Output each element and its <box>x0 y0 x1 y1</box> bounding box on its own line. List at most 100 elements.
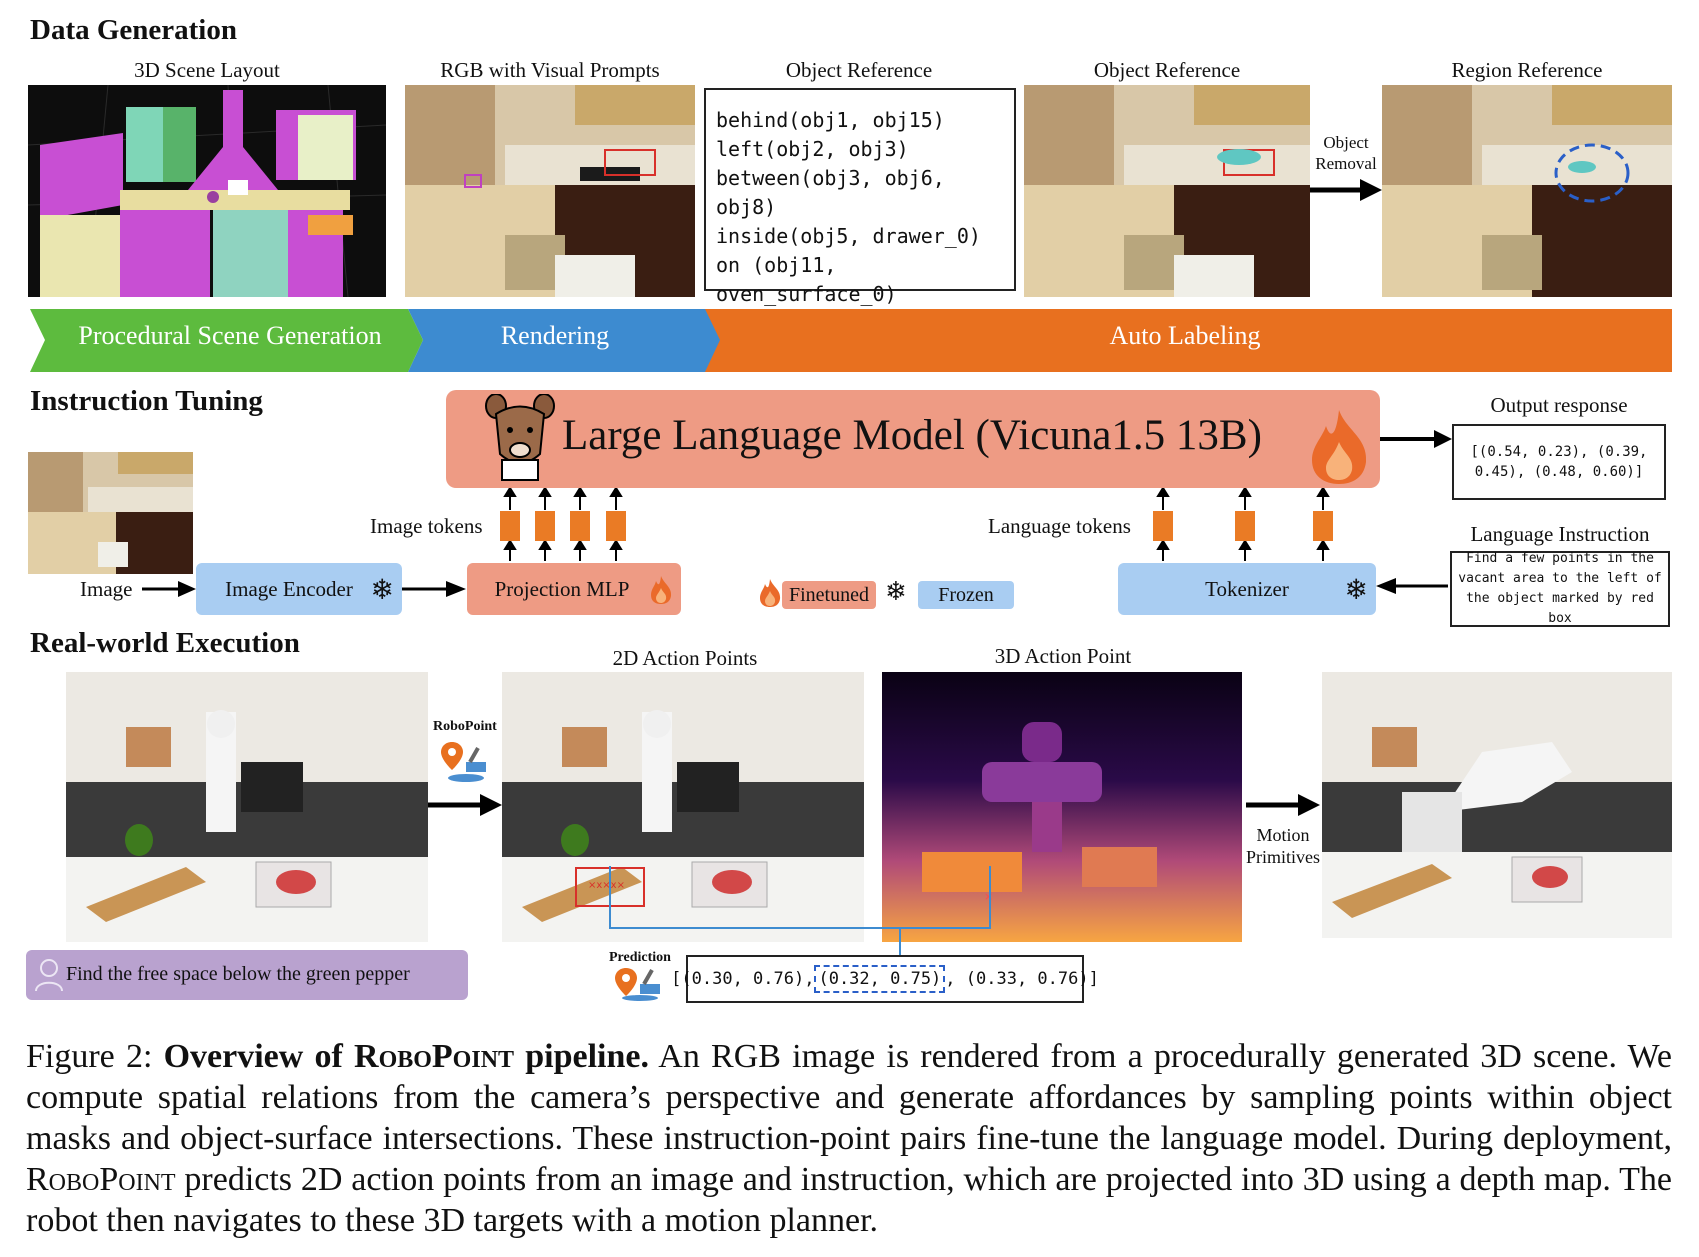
image-encoder-box: Image Encoder ❄ <box>196 563 402 615</box>
panel-label-object-reference-2: Object Reference <box>1093 58 1241 82</box>
caption-text-2: predicts 2D action points from an image … <box>26 1161 1672 1239</box>
stage-auto-labeling-shape <box>690 309 1672 372</box>
scene-to-2d-arrow <box>428 794 502 816</box>
depth-to-robot-arrow <box>1246 794 1320 816</box>
caption-title-name: RoboPoint <box>354 1038 515 1075</box>
object-removal-line: Removal <box>1315 154 1377 173</box>
image-encoder-label: Image Encoder <box>225 576 353 601</box>
projection-mlp-box: Projection MLP <box>467 563 681 615</box>
output-response-text: [(0.54, 0.23), (0.39, 0.45), (0.48, 0.60… <box>1470 444 1648 480</box>
llm-box <box>446 390 1380 488</box>
label-2d-action-points: 2D Action Points <box>612 646 758 670</box>
instruction-bubble: Find the free space below the green pepp… <box>26 950 468 1000</box>
tokenizer-up-arrows <box>1156 541 1330 561</box>
caption-text-name: RoboPoint <box>26 1161 176 1198</box>
stage-rendering-shape <box>408 309 720 372</box>
pipeline-stages-bar <box>30 309 1672 372</box>
section-title-real-world: Real-world Execution <box>30 627 300 659</box>
snowflake-icon: ❄ <box>370 575 394 606</box>
svg-text:×: × <box>984 890 993 903</box>
tokenizer-label: Tokenizer <box>1205 576 1289 601</box>
prediction-point: [(0.30, 0.76), <box>671 969 815 989</box>
image-token <box>535 511 555 541</box>
flame-icon <box>1312 410 1367 484</box>
flame-icon <box>651 576 672 604</box>
motion-primitives-line: Motion <box>1256 825 1310 845</box>
relation-line: inside(obj5, drawer_0) <box>716 224 981 248</box>
encoder-to-projection-arrow <box>402 581 466 597</box>
image-token-up-arrows <box>503 488 623 510</box>
robot-scene-image <box>66 672 428 942</box>
language-tokens-label: Language tokens <box>988 514 1131 538</box>
language-instruction-box: Find a few points in the vacant area to … <box>1450 551 1670 627</box>
legend-frozen: Frozen <box>918 581 1014 609</box>
snowflake-icon: ❄ <box>1344 575 1368 606</box>
image-token <box>570 511 590 541</box>
vicuna-llama-icon <box>485 394 555 481</box>
legend-flame-icon <box>760 579 781 607</box>
language-token <box>1313 511 1333 541</box>
prediction-point: , (0.33, 0.76)] <box>945 969 1099 989</box>
output-response-box: [(0.54, 0.23), (0.39, 0.45), (0.48, 0.60… <box>1452 424 1666 500</box>
instruction-text: Find the free space below the green pepp… <box>66 963 410 985</box>
llm-label: Large Language Model (Vicuna1.5 13B) <box>562 412 1262 459</box>
user-icon <box>35 959 63 992</box>
panel-label-region-reference: Region Reference <box>1451 58 1603 82</box>
panel-label-rgb-visual-prompts: RGB with Visual Prompts <box>440 58 660 82</box>
caption-text-1: An RGB image is rendered from a procedur… <box>26 1038 1672 1157</box>
robopoint-logo-icon <box>441 742 486 782</box>
relation-line: behind(obj1, obj15) <box>716 108 945 132</box>
svg-text:×x×x×: ×x×x× <box>588 880 625 891</box>
legend-snowflake-icon: ❄ <box>885 577 907 606</box>
output-response-title: Output response <box>1490 393 1628 417</box>
panel-label-scene-layout: 3D Scene Layout <box>134 58 280 82</box>
prediction-box: [(0.30, 0.76),(0.32, 0.75), (0.33, 0.76)… <box>671 955 1099 1003</box>
projection-up-arrows <box>503 541 623 561</box>
input-scene-thumbnail <box>28 452 193 574</box>
section-title-instruction-tuning: Instruction Tuning <box>30 385 263 417</box>
language-instruction-title: Language Instruction <box>1470 522 1650 546</box>
prediction-label: Prediction <box>609 950 671 965</box>
stage-procedural-scene-generation: Procedural Scene Generation <box>78 321 382 350</box>
label-3d-action-point: 3D Action Point <box>994 644 1132 668</box>
language-token <box>1235 511 1255 541</box>
object-removal-line: Object <box>1323 133 1369 152</box>
legend-finetuned: Finetuned <box>782 581 876 609</box>
image-to-encoder-arrow <box>142 581 196 597</box>
projection-mlp-label: Projection MLP <box>494 576 630 601</box>
image-tokens-label: Image tokens <box>370 514 483 538</box>
object-removal-label: Object Removal <box>1310 132 1382 174</box>
caption-title-pre: Overview of <box>163 1038 355 1075</box>
language-token <box>1153 511 1173 541</box>
language-token-up-arrows <box>1156 488 1330 510</box>
robopoint-label: RoboPoint <box>433 719 497 734</box>
tokenizer-box: Tokenizer ❄ <box>1118 563 1376 615</box>
image-token <box>500 511 520 541</box>
robopoint-logo-icon <box>615 968 660 1001</box>
2d-action-points-image: ×x×x× <box>502 672 864 942</box>
object-reference-image <box>1024 85 1310 297</box>
image-input-label: Image <box>80 577 133 601</box>
stage-procedural-shape <box>30 309 423 372</box>
motion-primitives-label: Motion Primitives <box>1240 824 1326 868</box>
llm-to-output-arrow <box>1380 430 1452 448</box>
panel-label-object-reference-1: Object Reference <box>785 58 933 82</box>
image-token <box>606 511 626 541</box>
figure-caption: Figure 2: Overview of RoboPoint pipeline… <box>26 1036 1672 1241</box>
prediction-point-selected: (0.32, 0.75) <box>814 965 946 993</box>
rgb-visual-prompts-image <box>405 85 695 297</box>
language-instruction-text: Find a few points in the vacant area to … <box>1458 551 1662 626</box>
section-title-data-generation: Data Generation <box>30 14 237 46</box>
prediction-connectors <box>609 866 991 958</box>
stage-auto-labeling: Auto Labeling <box>1109 321 1261 350</box>
instruction-to-tokenizer-arrow <box>1376 578 1448 594</box>
robot-execution-image <box>1322 672 1672 938</box>
figure-number: Figure 2: <box>26 1038 153 1075</box>
object-reference-box: behind(obj1, obj15) left(obj2, obj3) bet… <box>704 88 1016 335</box>
stage-rendering: Rendering <box>500 321 610 350</box>
relation-line: between(obj3, obj6, obj8) <box>716 166 945 219</box>
caption-title-post: pipeline. <box>514 1038 649 1075</box>
motion-primitives-line: Primitives <box>1245 847 1320 867</box>
object-removal-arrow <box>1310 179 1382 201</box>
depth-map-image: × <box>882 672 1242 942</box>
